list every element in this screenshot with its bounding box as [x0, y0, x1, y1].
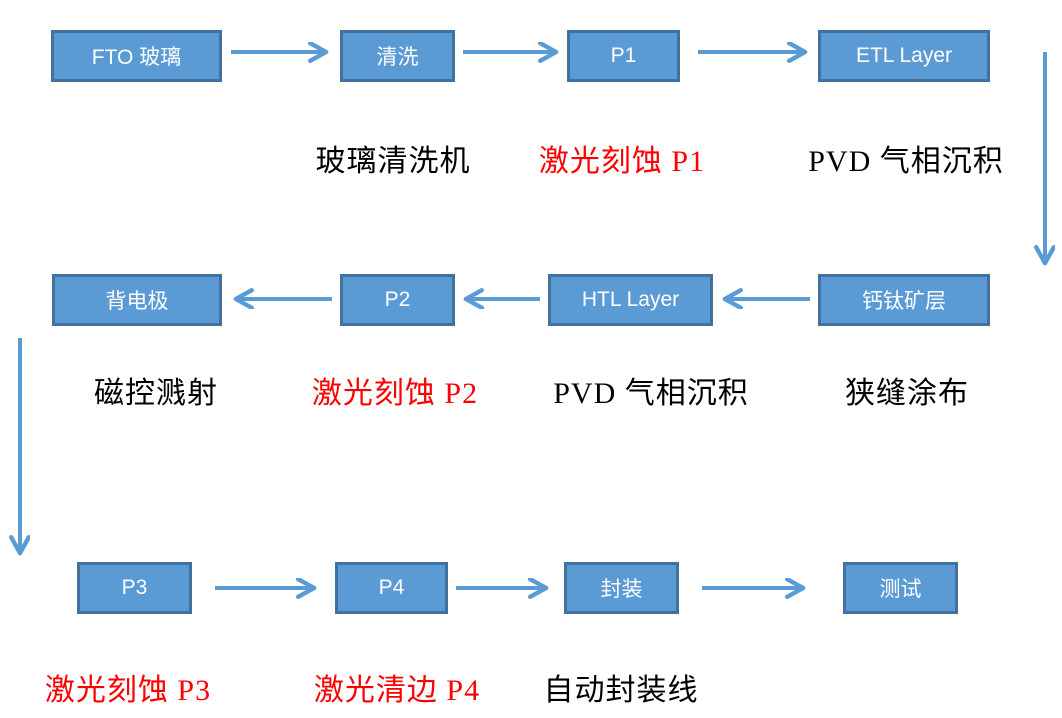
node-testing: 测试: [843, 562, 958, 614]
annotation-auto-encapsulation-line: 自动封装线: [543, 674, 699, 707]
annotation-laser-etch-p2: 激光刻蚀 P2: [311, 377, 479, 410]
annotation-pvd-deposition-1: PVD 气相沉积: [808, 145, 1004, 178]
node-perovskite-layer: 钙钛矿层: [818, 274, 990, 326]
node-cleaning: 清洗: [340, 30, 455, 82]
annotation-slot-die-coating: 狭缝涂布: [845, 377, 969, 410]
node-etl-layer: ETL Layer: [818, 30, 990, 82]
annotation-pvd-deposition-2: PVD 气相沉积: [553, 377, 749, 410]
annotation-magnetron-sputtering: 磁控溅射: [94, 377, 218, 410]
annotation-glass-washer: 玻璃清洗机: [315, 145, 471, 178]
node-htl-layer: HTL Layer: [548, 274, 713, 326]
node-encapsulation: 封装: [564, 562, 679, 614]
annotation-laser-etch-p1: 激光刻蚀 P1: [538, 145, 706, 178]
node-p3: P3: [77, 562, 192, 614]
node-p2: P2: [340, 274, 455, 326]
node-p4: P4: [335, 562, 448, 614]
node-p1: P1: [567, 30, 680, 82]
node-back-electrode: 背电极: [52, 274, 222, 326]
node-fto-glass: FTO 玻璃: [51, 30, 222, 82]
annotation-laser-etch-p3: 激光刻蚀 P3: [44, 674, 212, 707]
annotation-laser-edge-cleaning-p4: 激光清边 P4: [313, 674, 481, 707]
